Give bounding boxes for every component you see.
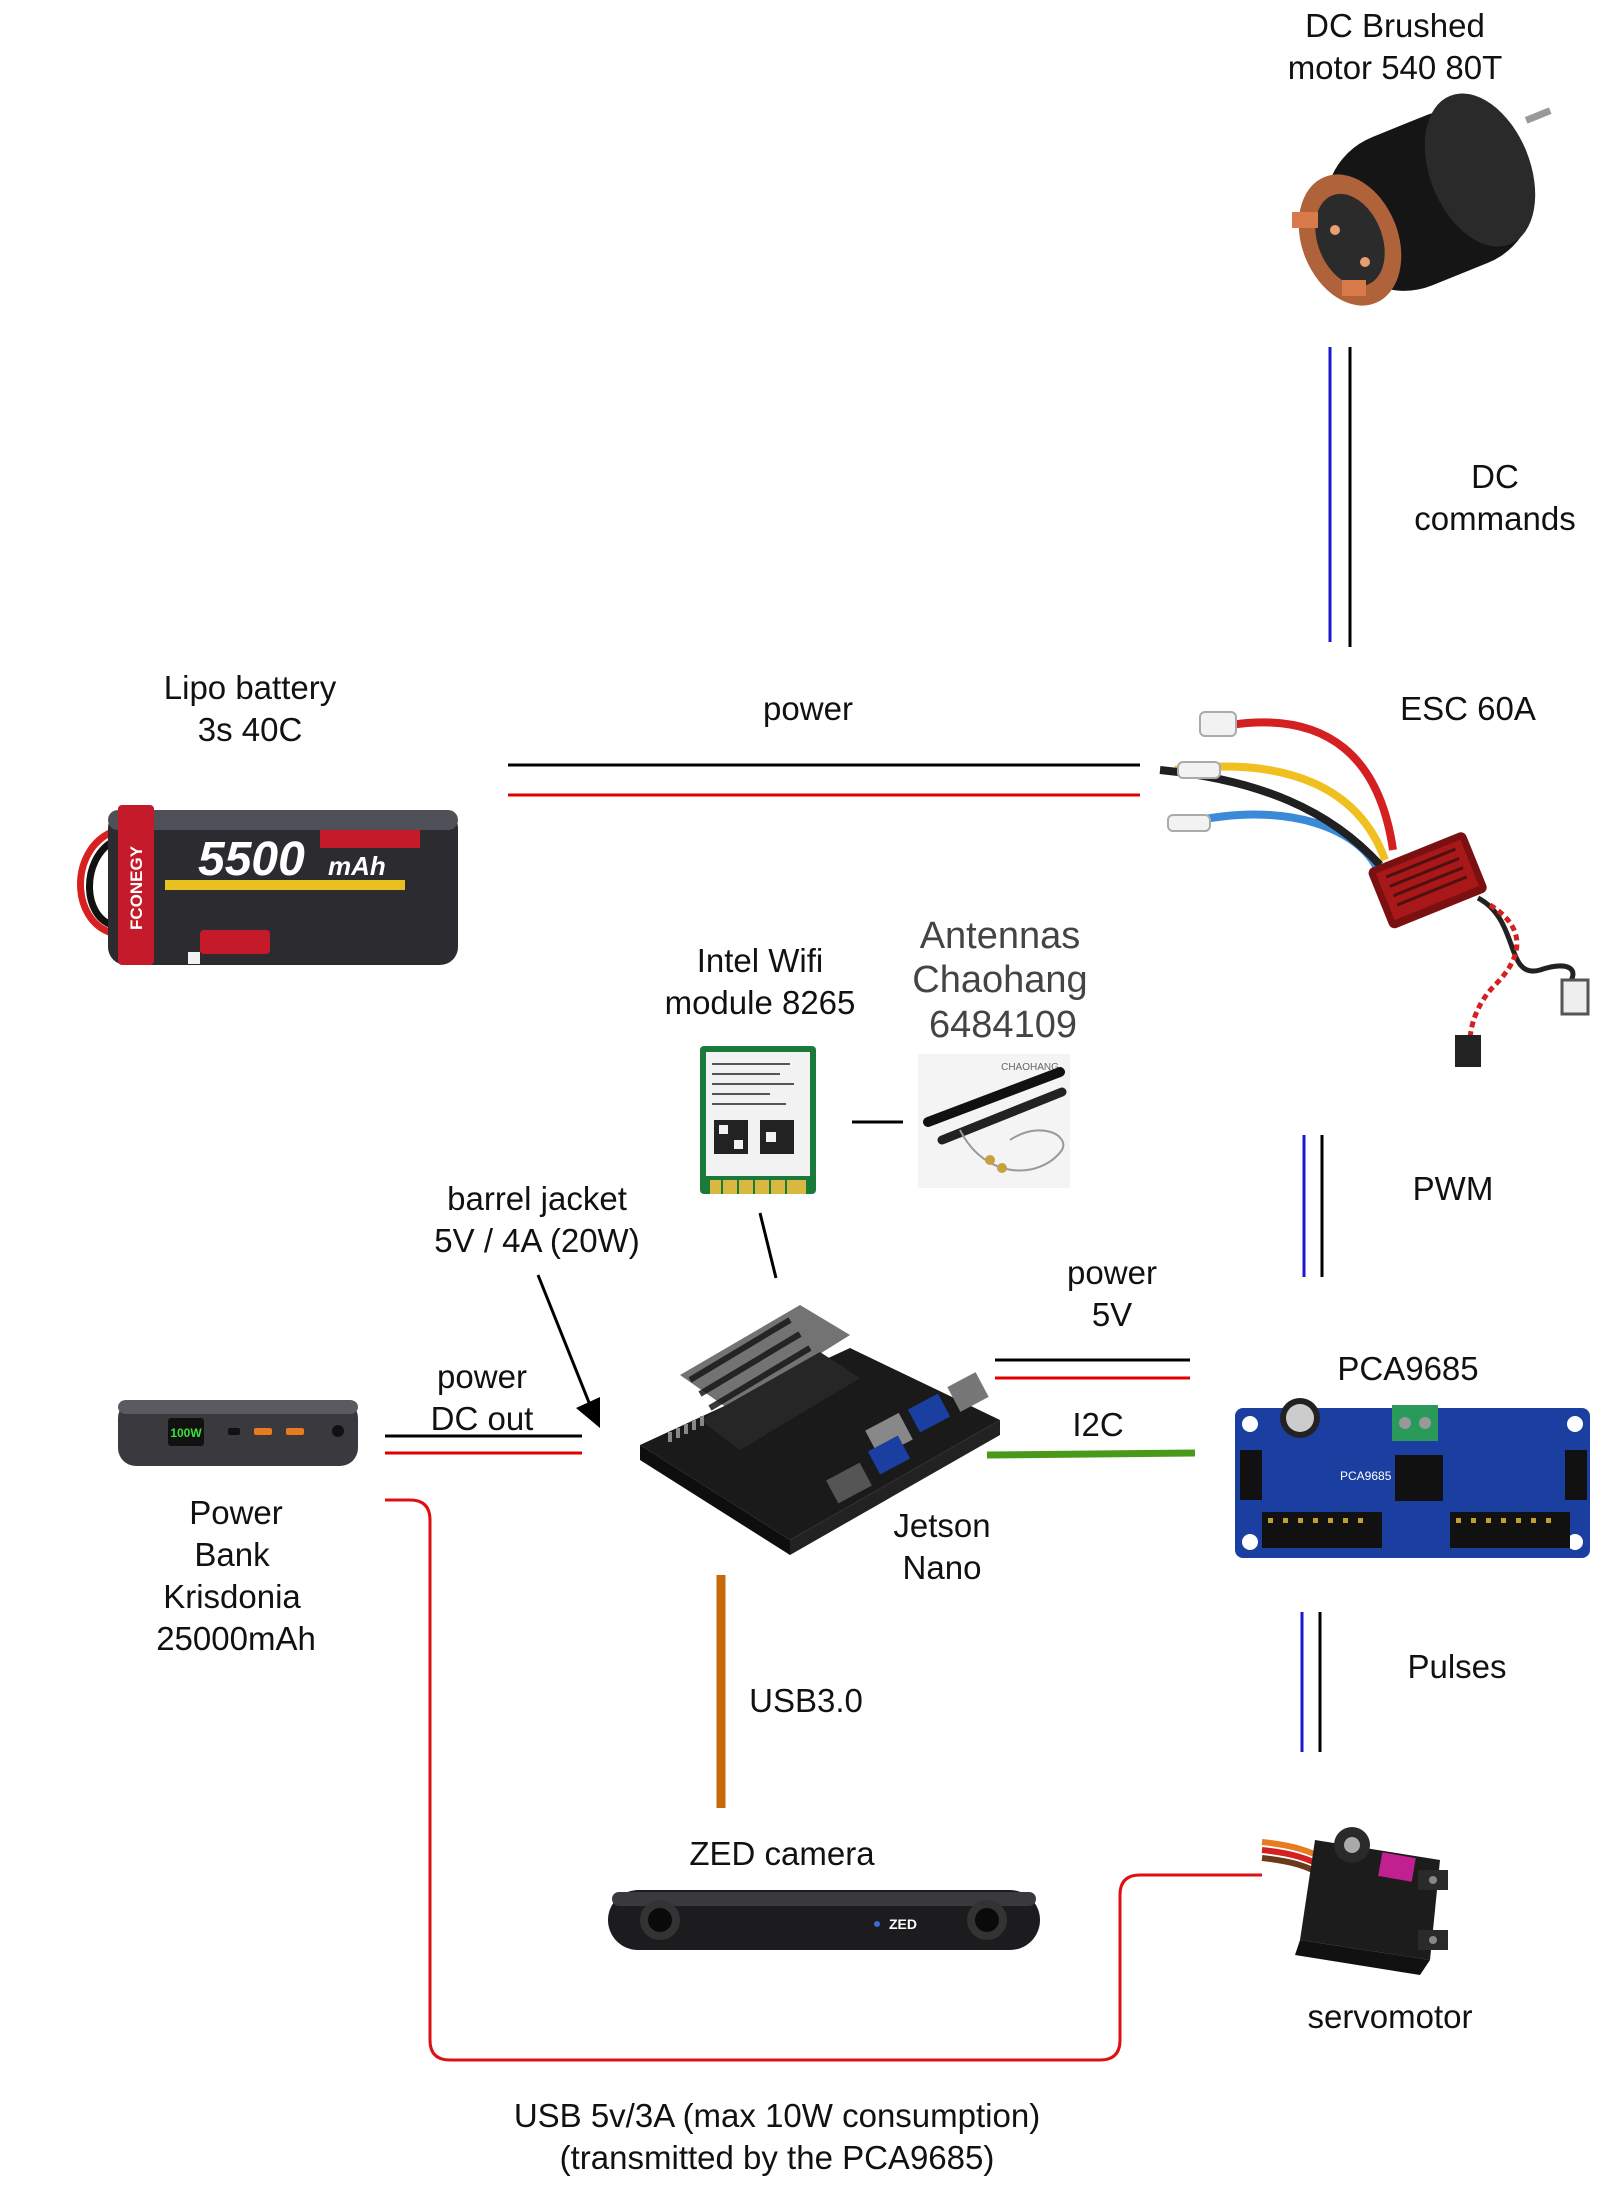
labels: DC Brushed motor 540 80T DC commands Lip… <box>156 7 1576 2176</box>
power-top-label: power <box>763 690 853 727</box>
wifi-label-1: Intel Wifi <box>697 942 824 979</box>
zed-label: ZED camera <box>689 1835 875 1872</box>
antenna-label-2: Chaohang <box>912 959 1087 1001</box>
power5v-label-2: 5V <box>1092 1296 1132 1333</box>
barrel-arrow-line <box>536 1274 594 1411</box>
pca-label: PCA9685 <box>1337 1350 1478 1387</box>
lipo-label-1: Lipo battery <box>164 669 337 706</box>
antenna-brand-text: CHAOHANG <box>1001 1062 1059 1073</box>
wifi-jetson-link <box>758 1212 778 1279</box>
powerbank-label-3: Krisdonia <box>163 1578 301 1615</box>
dc-motor-icon <box>1292 93 1552 306</box>
i2c-wire <box>986 1449 1196 1459</box>
pca9685-board-icon: PCA9685 <box>1235 1398 1590 1558</box>
usb3-label: USB3.0 <box>749 1682 863 1719</box>
power-bank-icon: 100W <box>118 1400 358 1466</box>
dc-commands-label-2: commands <box>1414 500 1575 537</box>
pulses-label: Pulses <box>1407 1648 1506 1685</box>
jetson-label-2: Nano <box>903 1549 982 1586</box>
antenna-label-3: 6484109 <box>929 1004 1077 1046</box>
usb-power-loop <box>385 1498 1262 2062</box>
battery-brand-text: FCONEGY <box>127 845 146 930</box>
battery-capacity-text: 5500 <box>198 833 305 886</box>
wifi-label-2: module 8265 <box>665 984 856 1021</box>
wifi-module-icon <box>700 1046 816 1194</box>
usb-bottom-label-1: USB 5v/3A (max 10W consumption) <box>514 2097 1040 2134</box>
lipo-label-2: 3s 40C <box>198 711 303 748</box>
antenna-icon: CHAOHANG <box>918 1054 1070 1188</box>
powerdc-label-1: power <box>437 1358 527 1395</box>
wires <box>385 347 1352 2062</box>
servomotor-icon <box>1261 1827 1448 1975</box>
powerdc-label-2: DC out <box>431 1400 534 1437</box>
zed-camera-icon: ZED <box>608 1890 1040 1950</box>
pca-brand-text: PCA9685 <box>1340 1469 1392 1483</box>
lipo-battery-icon: FCONEGY 5500 mAh <box>77 805 458 965</box>
esc-icon <box>1159 711 1590 1067</box>
dc-commands-label-1: DC <box>1471 458 1519 495</box>
jetson-nano-icon <box>640 1305 1000 1555</box>
barrel-arrow-head <box>576 1397 600 1428</box>
powerbank-display-text: 100W <box>170 1426 202 1440</box>
barrel-label-1: barrel jacket <box>447 1180 627 1217</box>
powerbank-label-4: 25000mAh <box>156 1620 316 1657</box>
pwm-label: PWM <box>1413 1170 1494 1207</box>
i2c-label: I2C <box>1072 1406 1123 1443</box>
power5v-label-1: power <box>1067 1254 1157 1291</box>
servo-label: servomotor <box>1307 1998 1472 2035</box>
antenna-label-1: Antennas <box>920 915 1081 957</box>
motor-label-2: motor 540 80T <box>1288 49 1503 86</box>
esc-label: ESC 60A <box>1400 690 1536 727</box>
powerbank-label-1: Power <box>189 1494 283 1531</box>
usb-bottom-label-2: (transmitted by the PCA9685) <box>560 2139 995 2176</box>
barrel-label-2: 5V / 4A (20W) <box>434 1222 639 1259</box>
jetson-label-1: Jetson <box>893 1507 990 1544</box>
motor-label-1: DC Brushed <box>1305 7 1485 44</box>
zed-logo-text: ZED <box>889 1916 917 1932</box>
battery-unit-text: mAh <box>328 851 386 881</box>
powerbank-label-2: Bank <box>194 1536 270 1573</box>
